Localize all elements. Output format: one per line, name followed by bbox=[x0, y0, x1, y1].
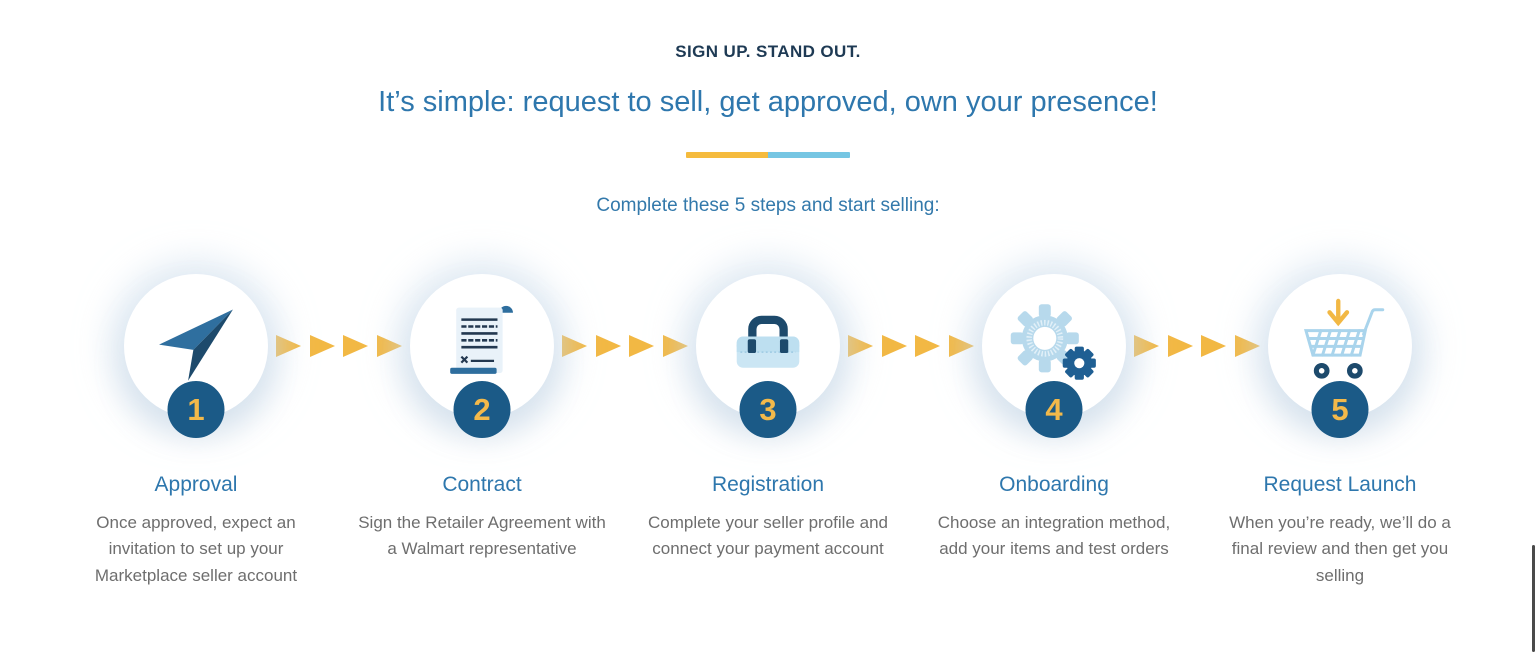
step-1-text: Approval Once approved, expect an invita… bbox=[53, 473, 339, 589]
step-5-circle: 5 bbox=[1268, 274, 1412, 438]
step-number: 5 bbox=[1331, 391, 1349, 427]
step-2-circle: 2 bbox=[410, 274, 554, 438]
steps-icons-row: 1 2 bbox=[0, 274, 1536, 438]
step-4-text: Onboarding Choose an integration method,… bbox=[911, 473, 1197, 589]
step-number: 4 bbox=[1045, 391, 1063, 427]
cart-download-icon bbox=[1303, 298, 1385, 379]
step-description: Once approved, expect an invitation to s… bbox=[94, 513, 298, 585]
step-number: 1 bbox=[187, 391, 205, 427]
step-connector bbox=[1126, 335, 1268, 357]
step-2-text: Contract Sign the Retailer Agreement wit… bbox=[339, 473, 625, 589]
step-3-text: Registration Complete your seller profil… bbox=[625, 473, 911, 589]
step-number: 2 bbox=[473, 391, 491, 427]
step-description: Sign the Retailer Agreement with a Walma… bbox=[358, 513, 606, 559]
step-connector bbox=[554, 335, 696, 357]
eyebrow-text: SIGN UP. STAND OUT. bbox=[675, 42, 861, 61]
accent-divider bbox=[686, 152, 850, 158]
step-number: 3 bbox=[759, 391, 777, 427]
divider-blue-segment bbox=[768, 152, 850, 158]
step-description: When you’re ready, we’ll do a final revi… bbox=[1229, 513, 1451, 585]
step-description: Choose an integration method, add your i… bbox=[937, 513, 1171, 559]
gears-icon bbox=[1010, 304, 1096, 380]
step-title: Contract bbox=[442, 473, 522, 496]
divider-yellow-segment bbox=[686, 152, 768, 158]
step-title: Approval bbox=[154, 473, 238, 496]
step-number-badge: 1 bbox=[167, 381, 225, 438]
step-1-circle: 1 bbox=[124, 274, 268, 438]
step-number-badge: 4 bbox=[1025, 381, 1083, 438]
page-title: It’s simple: request to sell, get approv… bbox=[378, 86, 1158, 118]
step-3-circle: 3 bbox=[696, 274, 840, 438]
steps-subtitle: Complete these 5 steps and start selling… bbox=[596, 195, 940, 216]
briefcase-icon bbox=[736, 315, 800, 368]
contract-document-icon bbox=[450, 305, 513, 374]
section-header: SIGN UP. STAND OUT. It’s simple: request… bbox=[0, 0, 1536, 217]
step-title: Request Launch bbox=[1263, 473, 1417, 496]
step-number-badge: 3 bbox=[739, 381, 797, 438]
step-number-badge: 2 bbox=[453, 381, 511, 438]
step-connector bbox=[268, 335, 410, 357]
step-4-circle: 4 bbox=[982, 274, 1126, 438]
step-number-badge: 5 bbox=[1311, 381, 1369, 438]
step-title: Onboarding bbox=[999, 473, 1109, 496]
step-description: Complete your seller profile and connect… bbox=[647, 513, 888, 559]
navigation-arrow-icon bbox=[159, 309, 233, 381]
step-connector bbox=[840, 335, 982, 357]
step-title: Registration bbox=[711, 473, 825, 496]
steps-text-row: Approval Once approved, expect an invita… bbox=[0, 473, 1536, 589]
step-5-text: Request Launch When you’re ready, we’ll … bbox=[1197, 473, 1483, 589]
scrollbar-thumb[interactable] bbox=[1532, 545, 1535, 652]
